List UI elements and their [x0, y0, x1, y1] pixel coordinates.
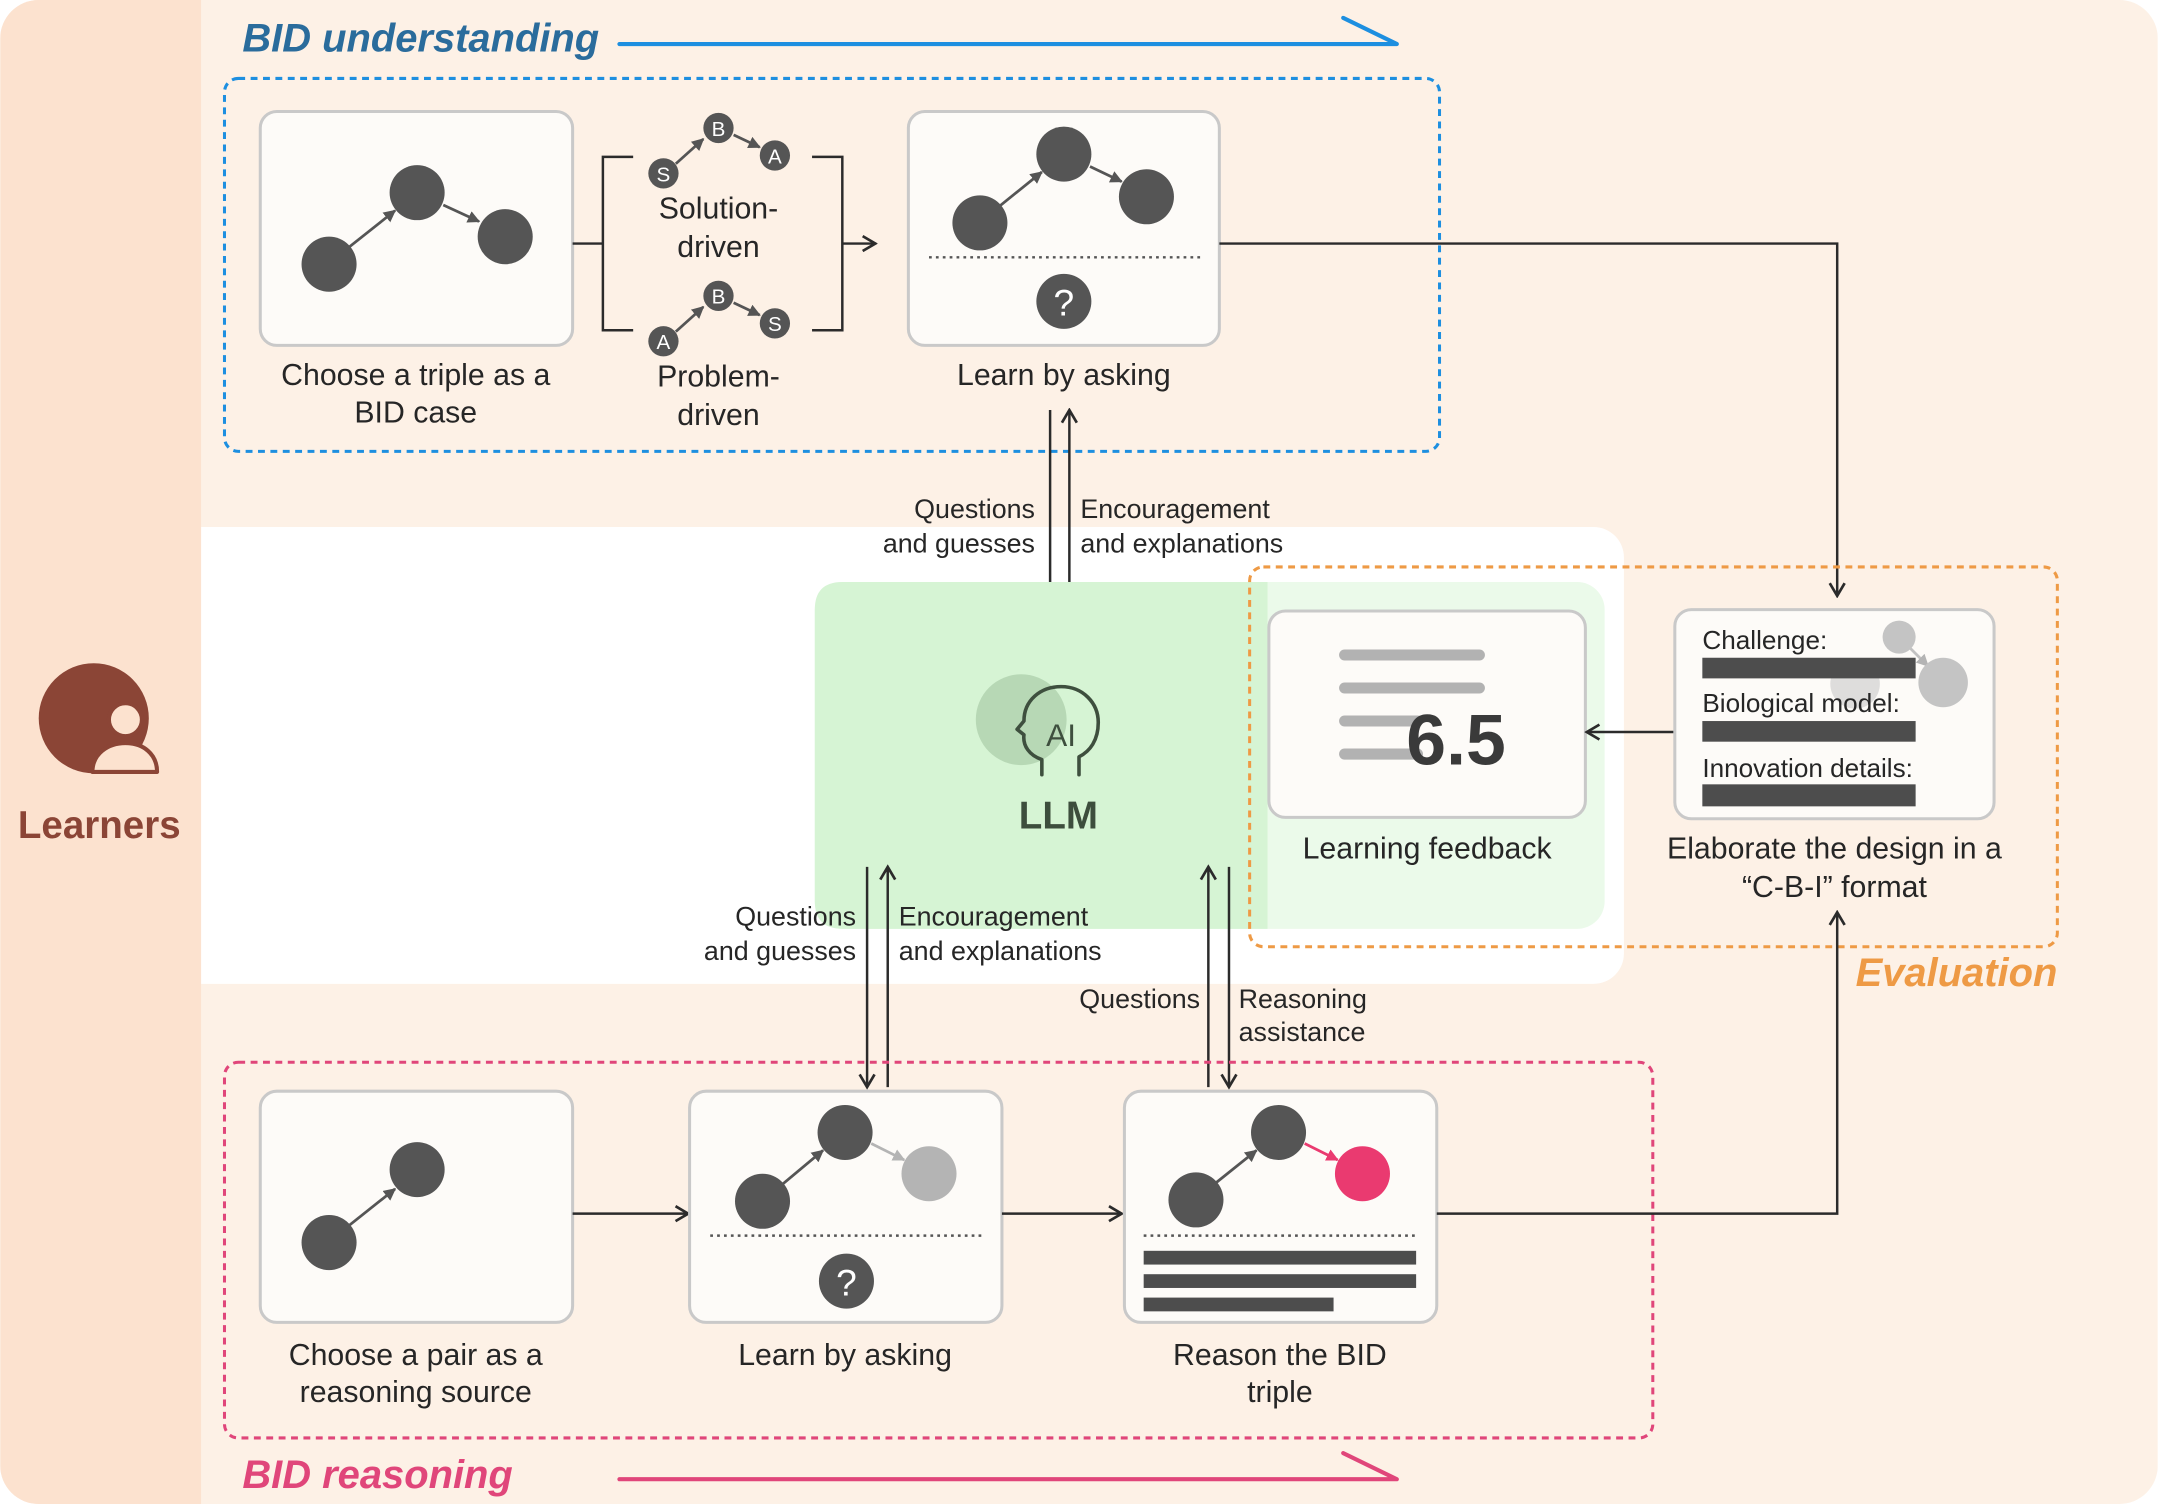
understanding-title: BID understanding — [242, 17, 599, 61]
bottom-from-llm-label-line2: and explanations — [899, 936, 1102, 966]
reasoning-arrow — [617, 1451, 1399, 1482]
graph-node — [389, 165, 445, 221]
reason-triple-card — [1122, 1089, 1439, 1324]
reasoning-from-llm-label-line1: Reasoning — [1239, 984, 1367, 1014]
cbi-label-line1: Elaborate the design in a — [1667, 833, 2002, 866]
evaluation-frame — [1248, 565, 2059, 949]
choose-triple-label-line2: BID case — [354, 396, 477, 429]
llm-label: LLM — [1019, 794, 1098, 837]
cbi-field-innovation-details: Innovation details: — [1702, 753, 1913, 783]
feedback-score: 6.5 — [1406, 700, 1505, 780]
solution-driven-graph: S B A — [648, 112, 791, 189]
top-from-llm-label-line2: and explanations — [1080, 529, 1283, 559]
reason-triple-label-line2: triple — [1247, 1376, 1313, 1409]
ai-head-icon: AI — [975, 674, 1101, 777]
understanding-arrow — [617, 15, 1399, 47]
cbi-field-challenge: Challenge: — [1702, 625, 1827, 655]
top-to-llm-label-line2: and guesses — [883, 529, 1035, 559]
learners-avatar — [38, 663, 160, 775]
node-letter: A — [768, 145, 782, 168]
problem-driven-graph: A B S — [648, 280, 791, 357]
learn-by-asking-card-bottom: ? — [688, 1089, 1004, 1324]
choose-pair-label-line2: reasoning source — [300, 1376, 532, 1409]
choose-triple-card — [258, 109, 575, 347]
reasoning-title: BID reasoning — [242, 1453, 512, 1497]
node-letter: B — [712, 118, 726, 141]
solution-driven-label-line1: Solution- — [659, 193, 778, 226]
cbi-label-line2: “C-B-I” format — [1742, 871, 1928, 904]
choose-pair-card — [258, 1089, 575, 1324]
bottom-to-llm-label-line2: and guesses — [704, 936, 856, 966]
choose-triple-label-line1: Choose a triple as a — [281, 359, 550, 392]
bottom-to-llm-label-line1: Questions — [735, 901, 856, 931]
cbi-field-biological-model: Biological model: — [1702, 688, 1900, 718]
ai-icon-text: AI — [1046, 717, 1076, 753]
reasoning-frame — [222, 1060, 1655, 1440]
reasoning-to-evaluation-arrow — [1436, 912, 1837, 1215]
node-letter: A — [657, 331, 671, 354]
left-bracket — [601, 155, 634, 332]
reasoning-to-llm-label: Questions — [1079, 984, 1200, 1014]
choose-pair-label-line1: Choose a pair as a — [289, 1339, 543, 1372]
learning-feedback-card: 6.5 — [1267, 609, 1587, 819]
learning-feedback-label: Learning feedback — [1303, 833, 1553, 866]
top-from-llm-label-line1: Encouragement — [1080, 494, 1270, 524]
learn-by-asking-card-top: ? — [906, 109, 1221, 347]
problem-driven-label-line2: driven — [677, 399, 759, 432]
top-to-llm-label-line1: Questions — [914, 494, 1035, 524]
node-letter: B — [712, 286, 726, 309]
evaluation-title: Evaluation — [1856, 951, 2058, 995]
question-mark: ? — [836, 1261, 857, 1303]
understanding-frame — [222, 76, 1442, 453]
learn-by-asking-label-bottom: Learn by asking — [738, 1339, 952, 1372]
question-icon — [1036, 273, 1092, 329]
learn-by-asking-label-top: Learn by asking — [957, 359, 1171, 392]
graph-node — [301, 236, 357, 292]
question-mark: ? — [1054, 282, 1075, 324]
reasoning-from-llm-label-line2: assistance — [1239, 1017, 1366, 1047]
bottom-from-llm-label-line1: Encouragement — [899, 901, 1089, 931]
node-letter: S — [768, 313, 782, 336]
learners-label: Learners — [18, 804, 181, 847]
cbi-card: Challenge: Biological model: Innovation … — [1673, 608, 1996, 821]
understanding-to-evaluation-arrow — [1219, 242, 1837, 596]
graph-node — [477, 209, 533, 265]
question-icon — [818, 1253, 874, 1309]
solution-driven-label-line2: driven — [677, 231, 759, 264]
node-letter: S — [657, 163, 671, 186]
reason-triple-label-line1: Reason the BID — [1173, 1339, 1387, 1372]
problem-driven-label-line1: Problem- — [657, 361, 780, 394]
person-icon — [90, 701, 160, 775]
